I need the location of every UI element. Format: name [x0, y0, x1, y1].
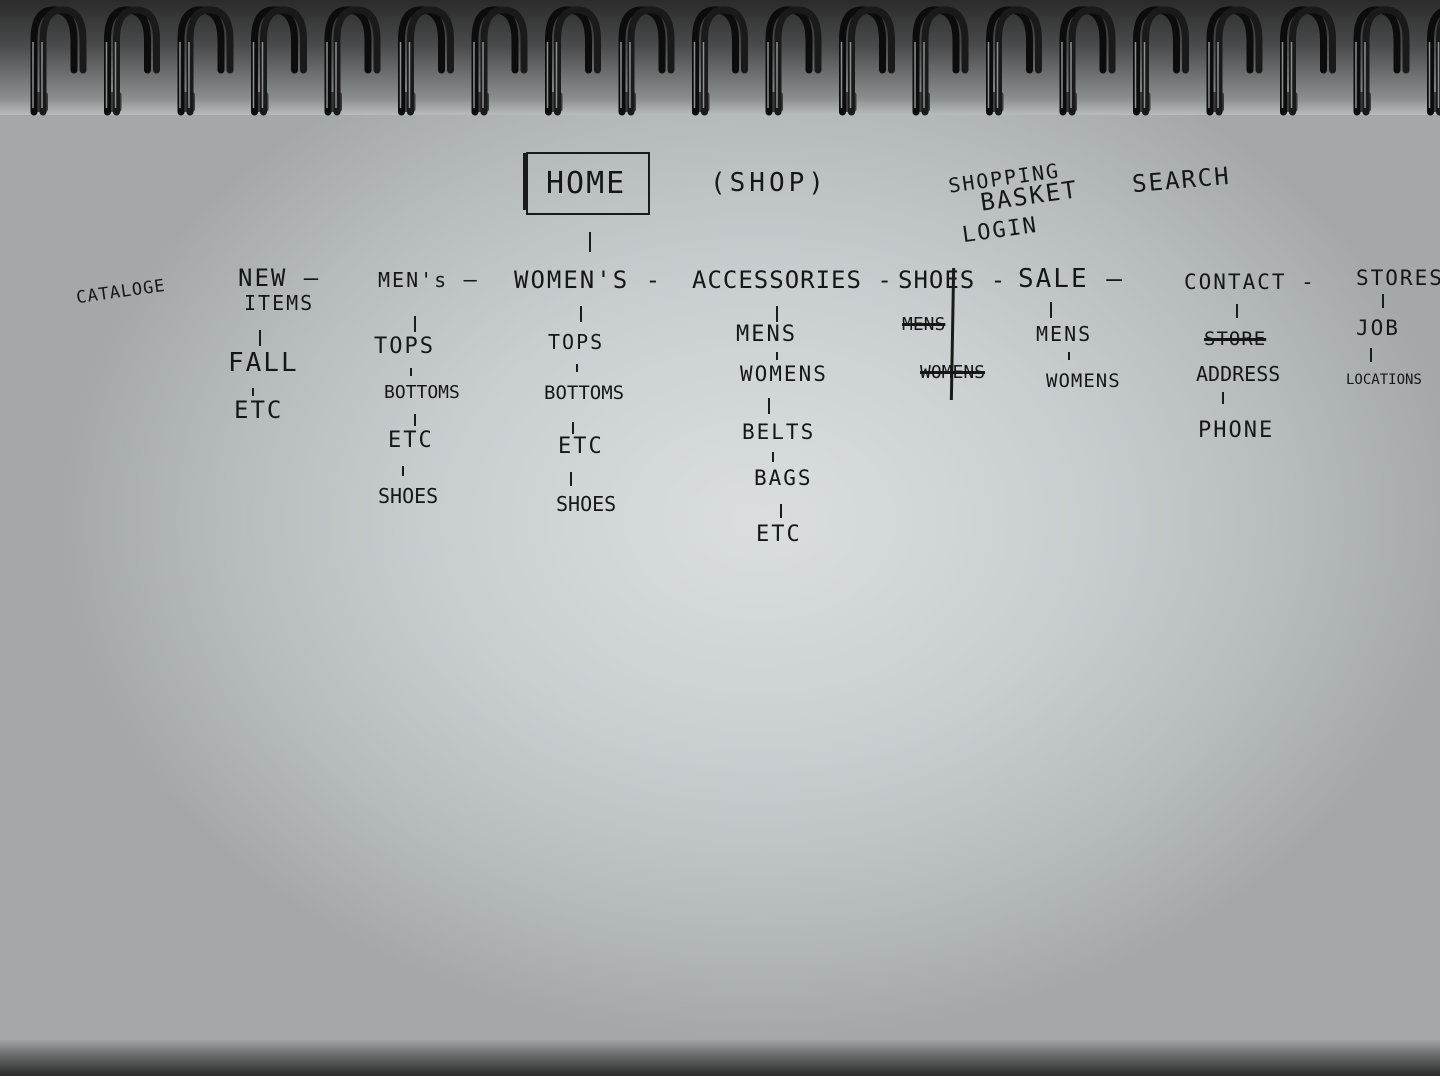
- accessories-connector-4: [772, 452, 774, 462]
- shoes-child-mens-struck: MENS: [902, 314, 946, 335]
- binding-ring: [1206, 6, 1263, 116]
- binding-ring: [986, 6, 1042, 116]
- new-items-line2: ITEMS: [244, 291, 315, 315]
- womens-connector-4: [570, 472, 572, 486]
- stores-child-locations: LOCATIONS: [1346, 372, 1422, 388]
- nav-contact: CONTACT -: [1184, 270, 1316, 294]
- contact-connector-2: [1222, 392, 1224, 404]
- accessories-child-womens: WOMENS: [740, 362, 828, 386]
- sale-child-womens: WOMENS: [1046, 370, 1121, 392]
- nav-mens-label: MEN's: [378, 268, 449, 292]
- binding-ring: [839, 6, 895, 116]
- nav-accessories: ACCESSORIES -: [692, 266, 893, 294]
- binding-ring: [104, 6, 160, 116]
- mens-connector: [414, 316, 416, 332]
- mens-connector-4: [402, 466, 404, 476]
- spiral-binding: [30, 6, 1440, 116]
- nav-stores: STORES: [1356, 266, 1440, 290]
- womens-child-etc: ETC: [558, 434, 604, 459]
- binding-ring: [398, 6, 454, 116]
- nav-womens-label: WOMEN'S: [514, 266, 630, 294]
- binding-ring: [471, 6, 528, 116]
- stores-connector-2: [1370, 348, 1372, 362]
- new-items-connector-2: [252, 388, 254, 396]
- home-node: HOME: [526, 152, 651, 215]
- mens-child-tops: TOPS: [374, 334, 435, 359]
- binding-ring: [618, 6, 675, 116]
- accessories-child-belts: BELTS: [742, 420, 816, 444]
- nav-new-items: NEW — ITEMS: [238, 264, 321, 315]
- contact-child-store-struck: STORE: [1204, 328, 1267, 350]
- nav-womens: WOMEN'S -: [514, 266, 663, 294]
- accessories-connector-2: [776, 352, 778, 360]
- womens-connector: [580, 306, 582, 322]
- nav-contact-label: CONTACT: [1184, 270, 1287, 294]
- home-note: (SHOP): [710, 168, 828, 198]
- nav-shoes: SHOES -: [898, 266, 1007, 294]
- womens-connector-2: [576, 364, 578, 372]
- stores-child-job: JOB: [1356, 316, 1400, 340]
- binding-ring: [30, 6, 87, 116]
- new-items-child-fall: FALL: [228, 348, 299, 378]
- binding-ring: [1133, 6, 1189, 116]
- accessories-child-etc: ETC: [756, 522, 802, 547]
- mens-child-shoes: SHOES: [378, 484, 439, 508]
- womens-child-tops: TOPS: [548, 330, 605, 354]
- binding-ring: [912, 6, 969, 116]
- shoes-child-womens-struck: WOMENS: [920, 362, 986, 383]
- womens-connector-3: [572, 422, 574, 434]
- mens-child-bottoms: BOTTOMS: [384, 382, 460, 403]
- accessories-child-bags: BAGS: [754, 466, 813, 490]
- accessories-connector: [776, 306, 778, 322]
- mens-connector-2: [410, 368, 412, 376]
- mens-connector-3: [414, 414, 416, 426]
- binding-ring: [692, 6, 748, 116]
- nav-stores-label: STORES: [1356, 266, 1440, 290]
- binding-ring: [1280, 6, 1336, 116]
- paper-bottom-edge: [0, 1040, 1440, 1076]
- contact-child-address: ADDRESS: [1196, 362, 1281, 386]
- sale-connector: [1050, 302, 1052, 318]
- binding-ring: [251, 6, 307, 116]
- nav-shoes-label: SHOES: [898, 266, 976, 294]
- binding-ring: [1427, 8, 1440, 116]
- nav-sale-label: SALE: [1018, 264, 1089, 294]
- nav-sale: SALE —: [1018, 264, 1124, 294]
- binding-ring: [765, 6, 822, 116]
- sale-connector-2: [1068, 352, 1070, 360]
- accessories-connector-3: [768, 398, 770, 414]
- new-items-child-etc: ETC: [234, 396, 284, 424]
- nav-mens: MEN's —: [378, 268, 479, 293]
- contact-connector: [1236, 304, 1238, 318]
- new-items-connector: [259, 330, 261, 346]
- binding-ring: [177, 6, 234, 116]
- page-shadow-band: [0, 0, 1440, 115]
- sale-child-mens: MENS: [1036, 322, 1093, 346]
- binding-ring: [324, 6, 381, 116]
- mens-child-etc: ETC: [388, 428, 434, 453]
- home-connector: [589, 232, 591, 252]
- womens-child-bottoms: BOTTOMS: [544, 382, 625, 404]
- binding-ring: [1353, 6, 1410, 116]
- contact-child-phone: PHONE: [1198, 418, 1275, 443]
- womens-child-shoes: SHOES: [556, 492, 617, 516]
- stores-connector: [1382, 294, 1384, 308]
- new-items-line1: NEW: [238, 264, 288, 292]
- accessories-connector-5: [780, 504, 782, 518]
- binding-ring: [1059, 6, 1116, 116]
- binding-ring: [545, 6, 601, 116]
- accessories-child-mens: MENS: [736, 322, 797, 347]
- nav-accessories-label: ACCESSORIES: [692, 266, 862, 294]
